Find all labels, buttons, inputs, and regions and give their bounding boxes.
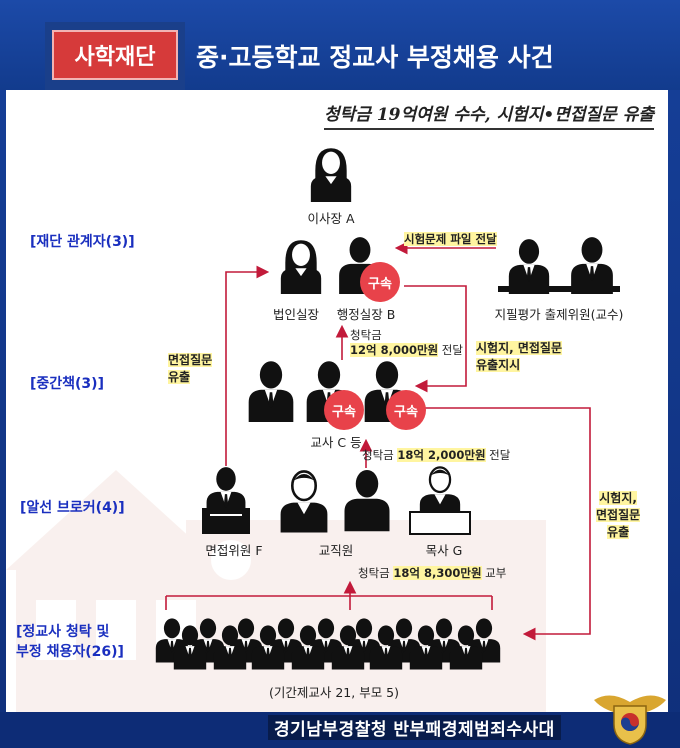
interviewer-icon bbox=[202, 467, 250, 534]
note-interview-leak-line1: 면접질문 bbox=[168, 353, 213, 367]
note-exam-delivery: 시험문제 파일 전달 bbox=[404, 232, 497, 247]
label-admin-director: 행정실장 B bbox=[336, 307, 396, 322]
label-interviewer: 면접위원 F bbox=[205, 543, 263, 558]
note-leak-instruction-line1: 시험지, 면접질문 bbox=[476, 341, 563, 355]
agency-name: 경기남부경찰청 반부패경제범죄수사대 bbox=[268, 715, 561, 740]
relationship-diagram bbox=[155, 148, 620, 670]
label-pastor: 목사 G bbox=[425, 543, 463, 558]
note-interview-leak-line2: 유출 bbox=[168, 370, 191, 384]
subtitle: 청탁금 19억여원 수수, 시험지•면접질문 유출 bbox=[324, 100, 654, 130]
page-title: 중·고등학교 정교사 부정채용 사건 bbox=[196, 43, 554, 72]
note-bribe-paid-amount: 18억 8,300만원 bbox=[393, 566, 482, 580]
arrest-badge-b: 구속 bbox=[360, 262, 400, 302]
note-final-leak: 시험지, 면접질문 유출 bbox=[596, 490, 641, 541]
note-leak-instruction: 시험지, 면접질문 유출지시 bbox=[476, 340, 563, 374]
label-legal-director: 법인실장 bbox=[272, 307, 320, 322]
note-bribe-to-b-suffix: 전달 bbox=[438, 343, 463, 357]
note-final-leak-line1: 시험지, bbox=[599, 491, 637, 505]
note-bribe-to-c-prefix: 청탁금 bbox=[362, 448, 398, 462]
staff2-icon bbox=[344, 470, 390, 532]
tier-hired-line1: [정교사 청탁 및 bbox=[16, 624, 110, 640]
note-bribe-to-b: 청탁금 12억 8,000만원 전달 bbox=[350, 328, 463, 358]
staff-icon bbox=[279, 469, 329, 534]
chairman-icon bbox=[310, 148, 352, 202]
tier-hired-line2: 부정 채용자(26)] bbox=[16, 644, 124, 660]
note-exam-delivery-text: 시험문제 파일 전달 bbox=[404, 232, 497, 246]
arrest-badge-c2: 구속 bbox=[386, 390, 426, 430]
label-hired-detail: (기간제교사 21, 부모 5) bbox=[268, 685, 400, 700]
hired-crowd-icon bbox=[155, 618, 501, 670]
footer-bar bbox=[0, 712, 680, 748]
note-bribe-to-c-amount: 18억 2,000만원 bbox=[397, 448, 486, 462]
arrow-leak-instruction bbox=[404, 285, 467, 393]
label-teachers: 교사 C 등 bbox=[310, 435, 362, 450]
note-bribe-to-c-suffix: 전달 bbox=[485, 448, 511, 462]
note-bribe-paid: 청탁금 18억 8,300만원 교부 bbox=[358, 566, 506, 581]
note-interview-leak: 면접질문 유출 bbox=[168, 352, 213, 386]
tier-broker: [알선 브로커(4)] bbox=[20, 500, 125, 516]
police-emblem-icon bbox=[594, 695, 666, 745]
arrow-final-leak bbox=[418, 407, 591, 641]
legal-director-icon bbox=[280, 240, 322, 294]
arrest-badge-c1: 구속 bbox=[324, 390, 364, 430]
pastor-icon bbox=[409, 466, 471, 535]
tier-foundation: [재단 관계자(3)] bbox=[30, 234, 135, 250]
label-staff: 교직원 bbox=[318, 543, 354, 558]
note-final-leak-line3: 유출 bbox=[607, 525, 630, 539]
category-badge: 사학재단 bbox=[52, 30, 178, 80]
professors-icon bbox=[498, 237, 620, 294]
diagram-panel: 청탁금 19억여원 수수, 시험지•면접질문 유출 bbox=[6, 90, 668, 712]
label-professors: 지필평가 출제위원(교수) bbox=[494, 307, 624, 322]
note-bribe-to-b-line1: 청탁금 bbox=[350, 328, 382, 342]
note-bribe-paid-suffix: 교부 bbox=[481, 566, 507, 580]
arrow-interview-leak bbox=[225, 265, 270, 466]
arrows bbox=[165, 241, 591, 641]
note-bribe-to-c: 청탁금 18억 2,000만원 전달 bbox=[362, 448, 510, 463]
note-final-leak-line2: 면접질문 bbox=[596, 508, 641, 522]
note-leak-instruction-line2: 유출지시 bbox=[476, 358, 521, 372]
label-chairman: 이사장 A bbox=[307, 211, 355, 226]
note-bribe-paid-prefix: 청탁금 bbox=[358, 566, 394, 580]
tier-middle: [중간책(3)] bbox=[30, 376, 104, 392]
note-bribe-to-b-amount: 12억 8,000만원 bbox=[350, 343, 439, 357]
